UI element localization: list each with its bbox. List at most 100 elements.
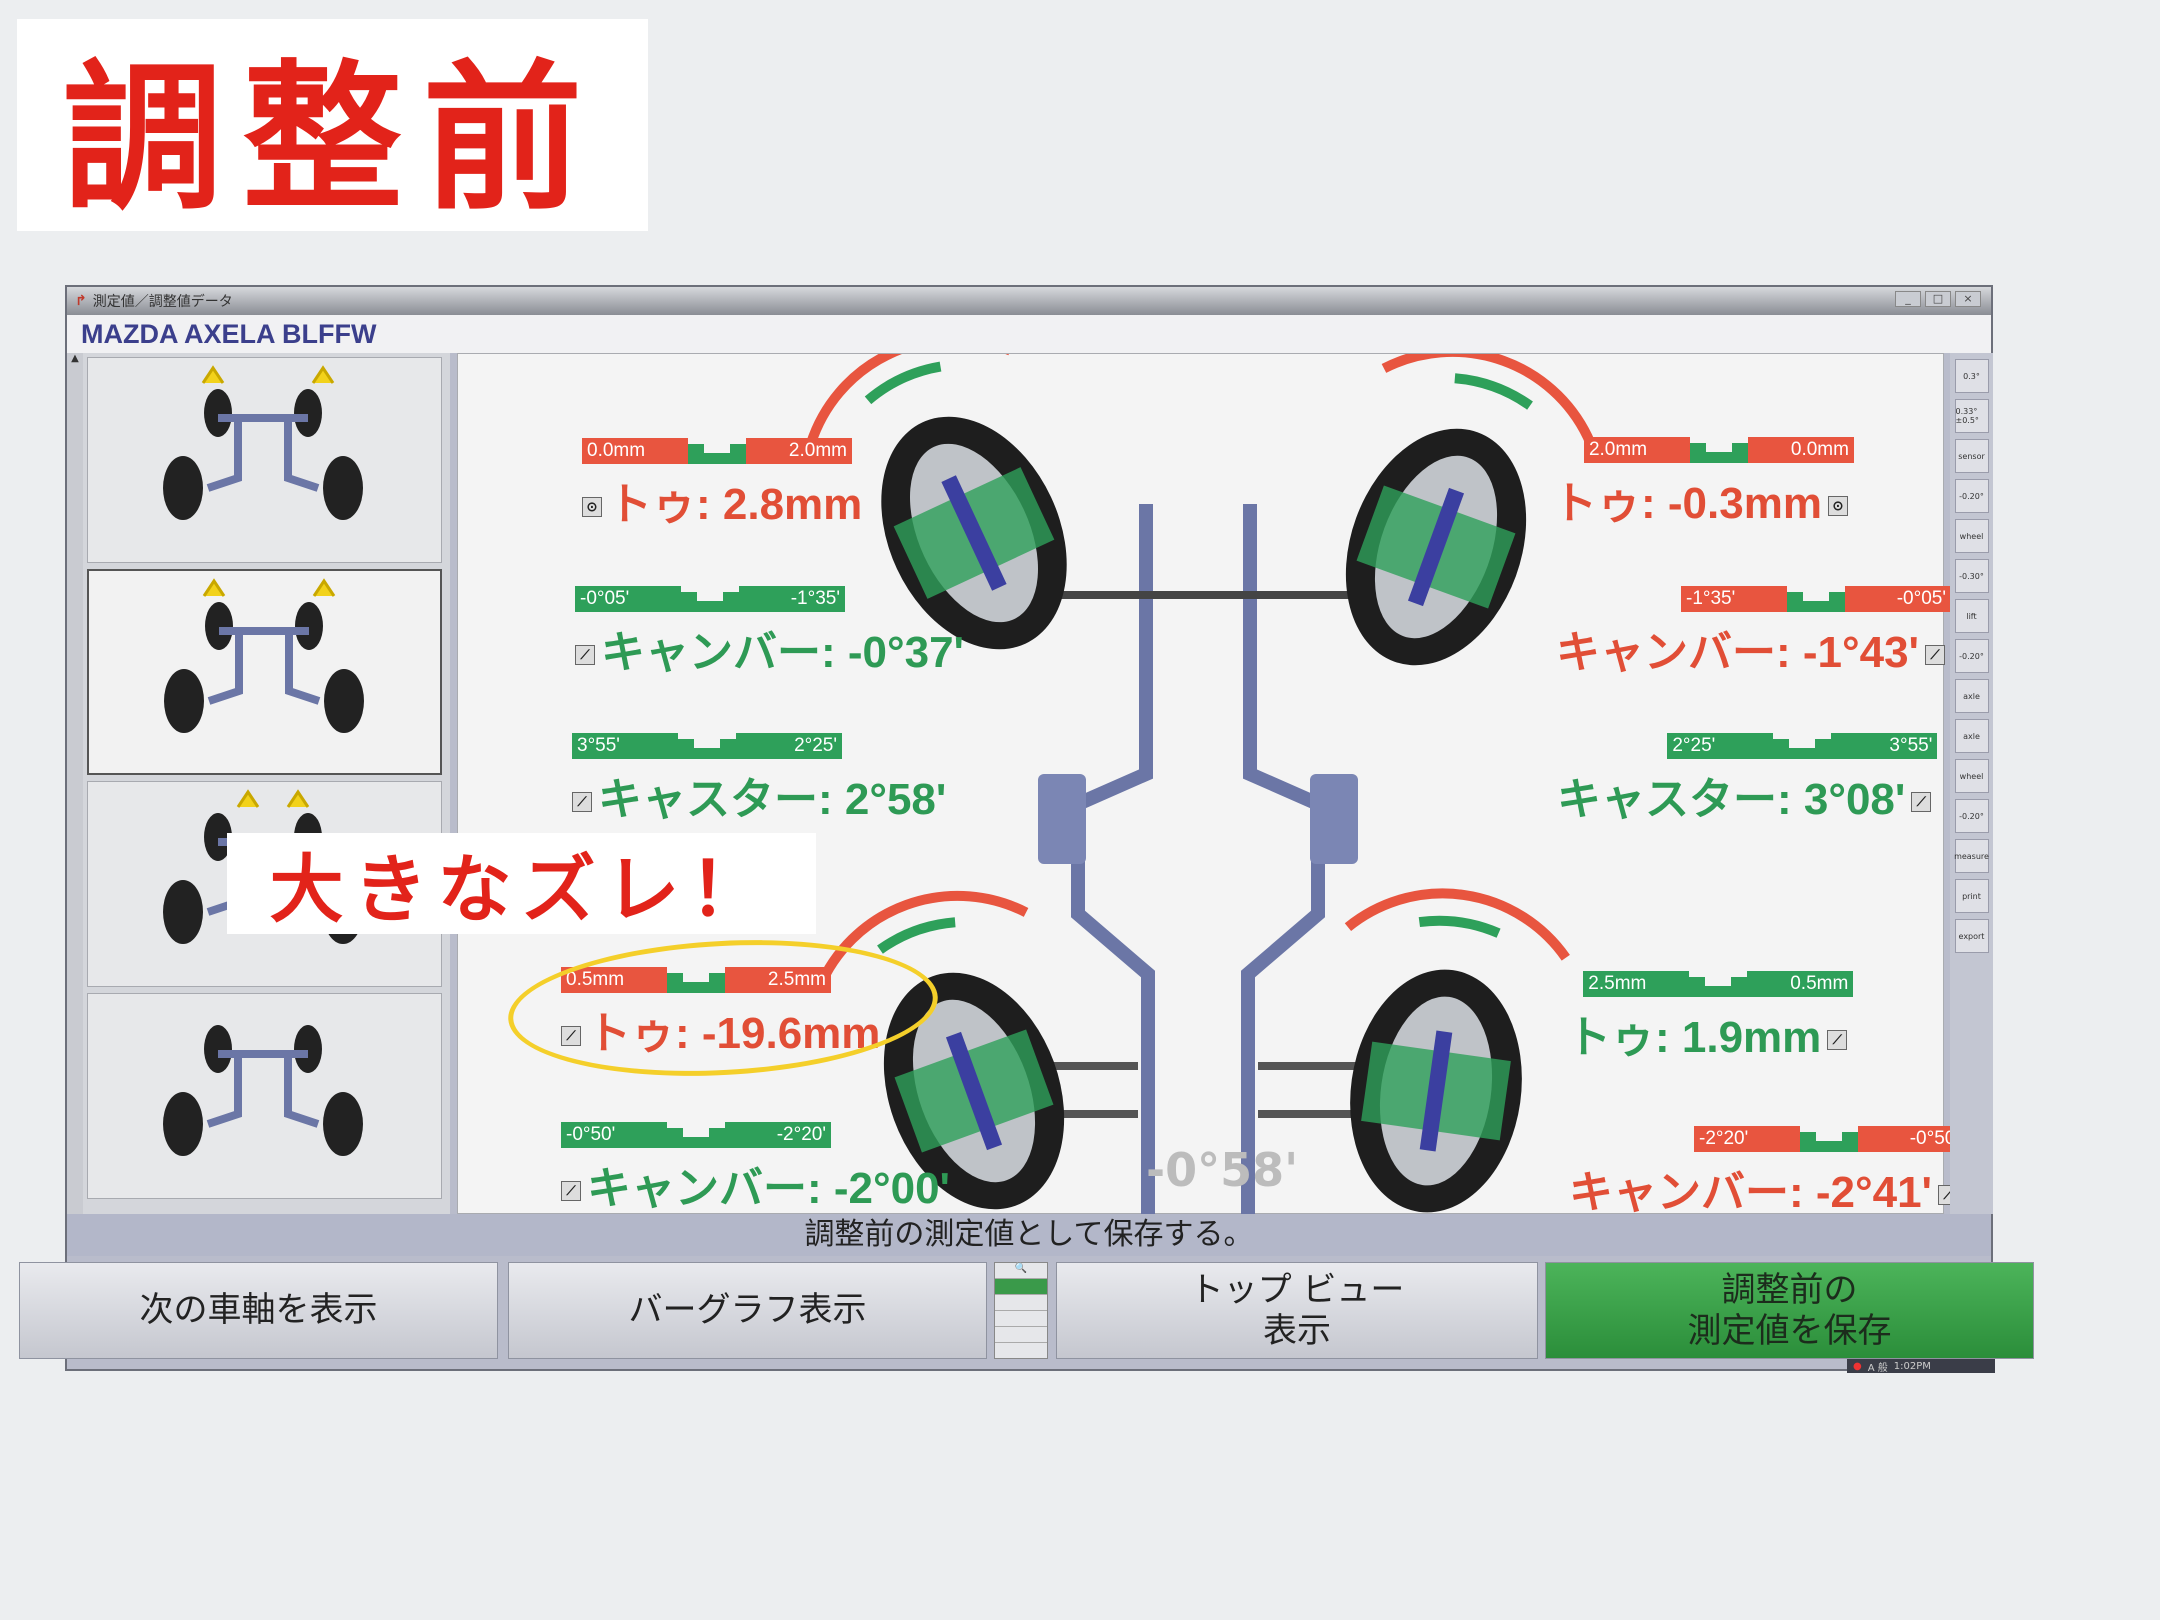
range-min: -2°20' <box>1694 1126 1800 1152</box>
bar-graph-button[interactable]: バーグラフ表示 <box>508 1262 987 1359</box>
wheel-front-left <box>806 354 1067 650</box>
range-bar: 2°25'3°55' <box>1667 733 1938 759</box>
muffler-right <box>1310 774 1358 864</box>
muffler-left <box>1038 774 1086 864</box>
toolbar-button[interactable]: -0.20° <box>1954 479 1989 513</box>
range-max: 0.5mm <box>1747 971 1854 997</box>
toolbar-button[interactable]: 0.33° ±0.5° <box>1954 399 1989 433</box>
range-min: -1°35' <box>1681 586 1787 612</box>
measured-value: キャンバー: -1°43' ⟋ <box>1556 616 1951 680</box>
toolbar-button[interactable]: -0.20° <box>1954 639 1989 673</box>
toolbar-button[interactable]: sensor <box>1954 439 1989 473</box>
vehicle-model: MAZDA AXELA BLFFW <box>67 315 1991 353</box>
range-bar: 0.5mm 2.5mm <box>561 967 831 993</box>
range-min: -0°50' <box>561 1122 667 1148</box>
save-before-adjust-button[interactable]: 調整前の 測定値を保存 <box>1545 1262 2034 1359</box>
adjust-icon[interactable]: ⟋ <box>1827 1030 1848 1051</box>
thumbnail-rear[interactable] <box>87 993 442 1199</box>
toolbar-button[interactable]: print <box>1954 879 1989 913</box>
toolbar-button[interactable]: axle <box>1954 679 1989 713</box>
range-center <box>667 973 725 993</box>
next-axle-button[interactable]: 次の車軸を表示 <box>19 1262 498 1359</box>
ime-indicator[interactable]: A 般 <box>1867 1362 1888 1374</box>
range-min: -0°05' <box>575 586 681 612</box>
toolbar-button[interactable]: -0.20° <box>1954 799 1989 833</box>
adjust-icon[interactable]: ⟋ <box>1925 645 1945 666</box>
value-text: トゥ: -0.3mm <box>1553 479 1822 528</box>
range-max: -0°50' <box>1858 1126 1964 1152</box>
value-text: トゥ: 1.9mm <box>1567 1013 1822 1062</box>
range-min: 3°55' <box>572 733 678 759</box>
wheel-rear-left <box>814 890 1065 1210</box>
measured-value: ⟋ キャンバー: -2°00' <box>561 1152 950 1216</box>
value-text: キャンバー: -2°00' <box>587 1164 950 1213</box>
gauge-front-left-camber: -0°05' -1°35' ⟋ キャンバー: -0°37' <box>575 586 964 680</box>
wheel-rear-right <box>1344 888 1570 1213</box>
range-min: 0.0mm <box>582 438 688 464</box>
adjust-icon[interactable]: ⟋ <box>572 792 592 813</box>
close-button[interactable]: × <box>1955 291 1981 307</box>
toolbar-button[interactable]: axle <box>1954 719 1989 753</box>
range-max: 2°25' <box>736 733 842 759</box>
range-bar: 0.0mm 2.0mm <box>582 438 852 464</box>
thumbnail-scrollbar[interactable]: ▲ <box>67 353 83 1214</box>
range-max: 2.0mm <box>746 438 852 464</box>
thumbnail-front-camber[interactable] <box>87 569 442 775</box>
toolbar-button[interactable]: wheel <box>1954 759 1989 793</box>
adjust-icon[interactable]: ⟋ <box>575 645 595 666</box>
axle-diagram-icon <box>163 1025 363 1156</box>
zoom-mini-button[interactable]: 🔍 <box>994 1262 1048 1359</box>
range-min: 2.5mm <box>1583 971 1690 997</box>
toolbar-button[interactable]: 0.3° <box>1954 359 1989 393</box>
toolbar-button[interactable]: -0.30° <box>1954 559 1989 593</box>
measured-value: ⟋ トゥ: -19.6mm <box>561 997 880 1061</box>
range-bar: 2.5mm 0.5mm <box>1583 971 1854 997</box>
wheel-front-right <box>1345 354 1596 666</box>
gauge-rear-right-toe: 2.5mm 0.5mm トゥ: 1.9mm⟋ <box>1567 971 1854 1065</box>
gauge-rear-left-camber: -0°50'-2°20' ⟋ キャンバー: -2°00' <box>561 1122 950 1216</box>
value-text: トゥ: -19.6mm <box>587 1009 881 1058</box>
value-text: キャンバー: -1°43' <box>1556 628 1919 677</box>
adjust-icon[interactable]: ⟋ <box>561 1181 581 1202</box>
toolbar-button[interactable]: export <box>1954 919 1989 953</box>
app-icon: ↱ <box>75 293 87 309</box>
measured-value: ⟋キャスター: 2°58' <box>572 763 946 827</box>
toolbar-button[interactable]: measure <box>1954 839 1989 873</box>
range-max: 2.5mm <box>725 967 831 993</box>
range-bar: -2°20' -0°50' <box>1694 1126 1964 1152</box>
range-max: -1°35' <box>739 586 845 612</box>
vehicle-diagram <box>806 354 1596 1215</box>
toolbar-button[interactable]: lift <box>1954 599 1989 633</box>
maximize-button[interactable]: □ <box>1925 291 1951 307</box>
gauge-front-right-camber: -1°35'-0°05' キャンバー: -1°43' ⟋ <box>1556 586 1951 680</box>
measured-value: ⊙トゥ: 2.8mm <box>582 468 862 532</box>
title-bar: ↱ 測定値／調整値データ _□× <box>67 287 1991 315</box>
value-text: キャンバー: -2°41' <box>1569 1168 1932 1217</box>
steering-wheel-icon[interactable]: ⊙ <box>1827 496 1848 517</box>
value-text: キャンバー: -0°37' <box>601 628 964 677</box>
range-center <box>1787 592 1845 612</box>
range-bar: -0°50'-2°20' <box>561 1122 831 1148</box>
steering-wheel-icon[interactable]: ⊙ <box>582 497 602 518</box>
range-bar: 3°55' 2°25' <box>572 733 842 759</box>
measured-value: トゥ: -0.3mm⊙ <box>1553 467 1854 531</box>
measured-value: ⟋ キャンバー: -0°37' <box>575 616 964 680</box>
minimize-button[interactable]: _ <box>1895 291 1921 307</box>
range-bar: -1°35'-0°05' <box>1681 586 1951 612</box>
status-message: 調整前の測定値として保存する。 <box>67 1214 1991 1256</box>
adjust-icon[interactable]: ⟋ <box>561 1026 581 1047</box>
axle-thumbnail-list: ▲ <box>67 353 450 1214</box>
zoom-icon: 🔍 <box>995 1263 1047 1279</box>
adjust-icon[interactable]: ⟋ <box>1911 792 1932 813</box>
range-min: 2.0mm <box>1583 437 1690 463</box>
range-min: 0.5mm <box>561 967 667 993</box>
thumbnail-front-toe[interactable] <box>87 357 442 563</box>
right-toolbar: 0.3° 0.33° ±0.5° sensor -0.20° wheel -0.30° li… <box>1950 353 1993 1214</box>
top-view-button[interactable]: トップ ビュー 表示 <box>1056 1262 1538 1359</box>
window-title: 測定値／調整値データ <box>92 294 233 310</box>
measured-value: キャスター: 3°08'⟋ <box>1557 763 1937 827</box>
toolbar-button[interactable]: wheel <box>1954 519 1989 553</box>
